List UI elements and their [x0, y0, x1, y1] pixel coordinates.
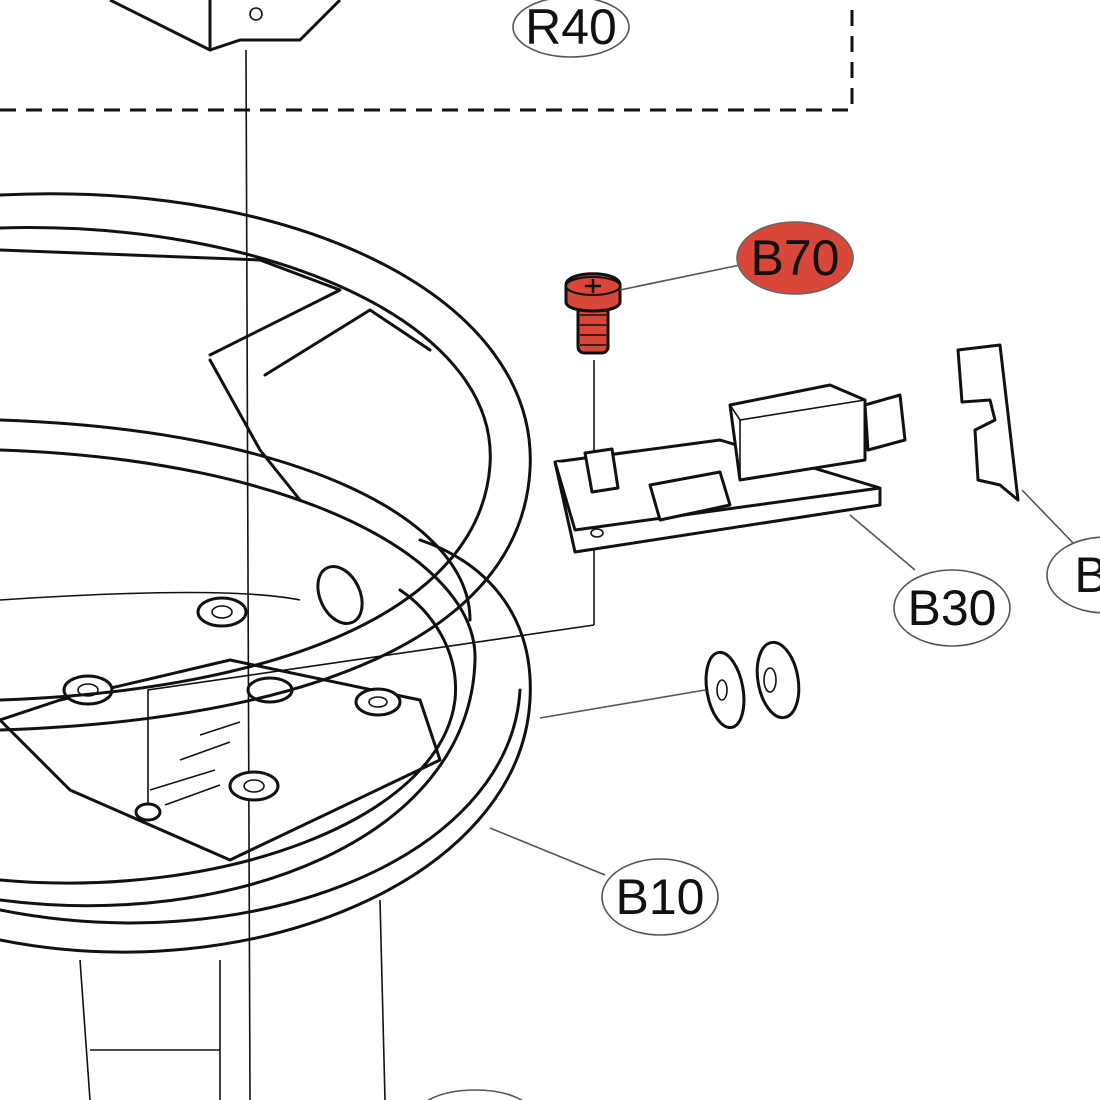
b10-base [0, 418, 532, 1100]
callout-label: B30 [908, 580, 997, 636]
frame-ring [0, 192, 532, 732]
callout-r40[interactable]: R40 [512, 0, 630, 58]
screw-path-line [147, 624, 595, 810]
b70-screw [564, 272, 622, 355]
washers [704, 640, 801, 730]
callout-b9[interactable]: B9 [1046, 536, 1100, 614]
r40-part [109, 0, 342, 52]
callout-label: B70 [751, 230, 840, 286]
b9-bracket [956, 343, 1020, 502]
callout-label: R40 [525, 0, 617, 55]
center-axis-line [245, 49, 251, 1100]
r40-assembly-boundary [0, 0, 854, 112]
callout-label: B9 [1074, 547, 1100, 603]
callout-b30[interactable]: B30 [893, 569, 1011, 647]
callout-label: B10 [616, 869, 705, 925]
callout-b70[interactable]: B70 [736, 221, 854, 295]
leader-lines [489, 264, 1076, 876]
callout-cut-off [427, 1089, 523, 1100]
callout-b10[interactable]: B10 [601, 858, 719, 936]
b30-circuit-board [553, 383, 907, 554]
